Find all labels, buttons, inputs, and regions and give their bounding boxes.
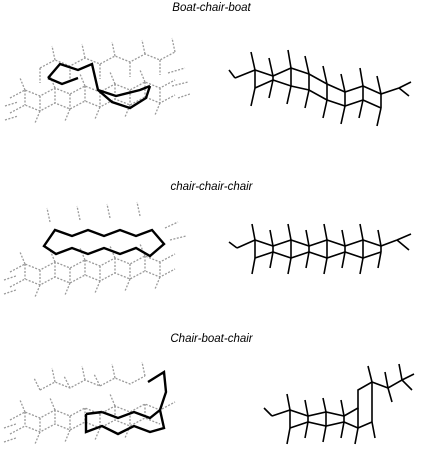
panel-title-chair-boat-chair: Chair-boat-chair	[170, 333, 253, 345]
model-boat-chair-boat	[228, 49, 412, 127]
model-chair-chair-chair	[228, 223, 412, 275]
stereo-model-chair-chair-chair	[3, 201, 187, 298]
panel-title-boat-chair-boat: Boat-chair-boat	[172, 2, 251, 14]
panel-title-chair-chair-chair: chair-chair-chair	[170, 181, 253, 193]
model-chair-boat-chair	[263, 363, 415, 445]
stereo-model-chair-boat-chair	[3, 361, 176, 445]
stereo-model-boat-chair-boat	[4, 37, 191, 124]
